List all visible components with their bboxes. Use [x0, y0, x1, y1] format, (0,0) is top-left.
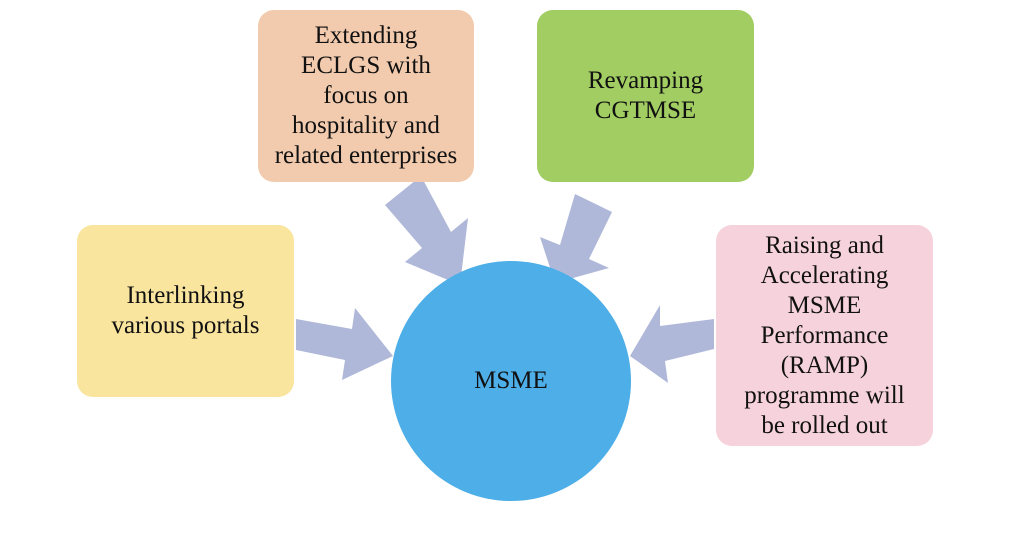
node-revamping-cgtmse: Revamping CGTMSE: [537, 10, 754, 182]
text-line: MSME: [787, 291, 862, 319]
arrow-cgtmse-to-msme: [540, 194, 612, 283]
text-line: programme will: [744, 381, 905, 409]
node-text: Raising and Accelerating MSME Performanc…: [744, 231, 904, 441]
text-line: Interlinking: [126, 282, 245, 309]
arrow-eclgs-to-msme: [385, 176, 468, 285]
text-line: focus on: [323, 82, 409, 109]
text-line: various portals: [111, 312, 260, 339]
text-line: be rolled out: [761, 411, 888, 439]
text-line: ECLGS with: [301, 52, 431, 79]
text-line: Extending: [314, 22, 418, 49]
node-text: Extending ECLGS with focus on hospitalit…: [275, 21, 458, 171]
text-line: Performance: [760, 321, 889, 349]
text-line: CGTMSE: [594, 97, 697, 124]
node-ramp-programme: Raising and Accelerating MSME Performanc…: [716, 225, 933, 446]
text-line: (RAMP): [780, 351, 869, 379]
text-line: hospitality and: [292, 112, 440, 139]
node-extending-eclgs: Extending ECLGS with focus on hospitalit…: [258, 10, 474, 182]
node-text: Interlinking various portals: [112, 281, 260, 341]
text-line: Accelerating: [760, 261, 889, 289]
text-line: Raising and: [765, 231, 884, 259]
node-text: Revamping CGTMSE: [588, 66, 703, 126]
hub-msme-circle: MSME: [391, 261, 631, 501]
node-interlinking-portals: Interlinking various portals: [77, 225, 294, 397]
arrow-ramp-to-msme: [630, 305, 714, 383]
text-line: Revamping: [587, 67, 704, 94]
hub-label: MSME: [474, 367, 548, 394]
text-line: related enterprises: [274, 142, 458, 169]
arrow-portals-to-msme: [296, 308, 393, 380]
